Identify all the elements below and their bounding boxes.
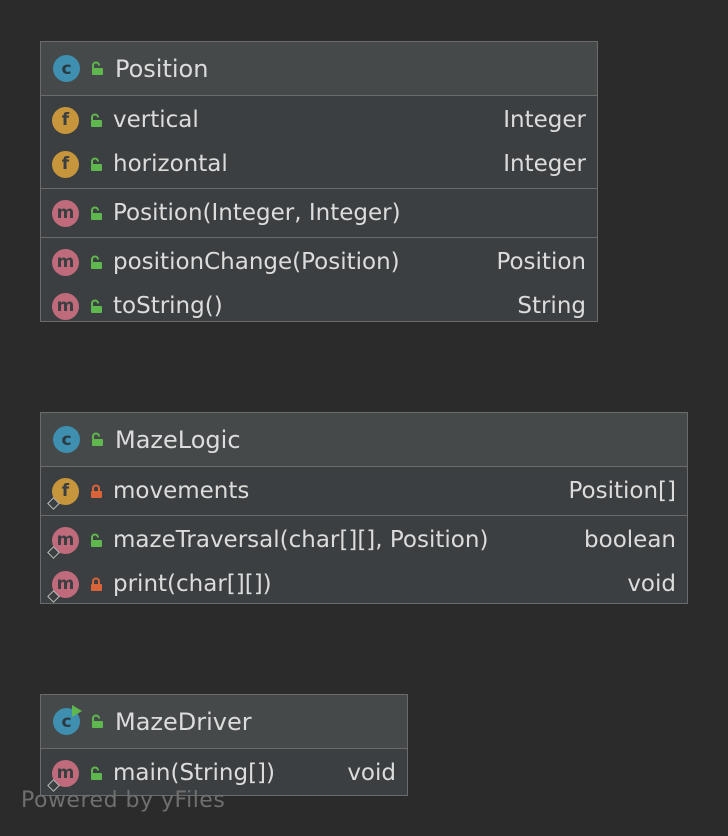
static-field-icon: f [47,477,79,510]
field-type: Integer [503,107,586,133]
fields-section: f vertical Integer f horizontal Integer [41,96,597,189]
methods-section: m positionChange(Position) Position m to… [41,238,597,330]
static-method-icon: m [47,526,79,559]
class-box-mazedriver[interactable]: c MazeDriver m main(String[]) void [40,694,408,796]
class-header[interactable]: c Position [41,42,597,96]
public-lock-icon [89,255,103,270]
field-badge-letter: f [61,481,70,501]
method-return-type: boolean [584,527,676,553]
class-box-position[interactable]: c Position f vertical Integer f horizont… [40,41,598,322]
private-lock-icon [89,484,103,499]
class-header[interactable]: c MazeLogic [41,413,687,467]
public-lock-icon [89,206,103,221]
field-name: horizontal [113,151,228,177]
method-icon: m [52,199,79,227]
static-marker-icon [47,496,60,510]
field-type: Position[] [568,478,677,504]
method-badge-letter: m [56,574,75,594]
method-return-type: void [347,760,396,786]
class-name: Position [115,54,209,83]
public-lock-icon [90,432,104,447]
fields-section: f movements Position[] [41,467,687,516]
field-icon: f [52,150,79,178]
method-signature: main(String[]) [113,760,275,786]
class-icon: c [53,426,80,453]
method-row[interactable]: m positionChange(Position) Position [41,240,597,284]
public-lock-icon [89,766,103,781]
static-method-icon: m [47,570,79,603]
method-signature: mazeTraversal(char[][], Position) [113,527,489,553]
public-lock-icon [90,61,104,76]
method-row[interactable]: m print(char[][]) void [41,562,687,606]
class-badge-letter: c [61,711,72,732]
field-name: vertical [113,107,199,133]
public-lock-icon [89,533,103,548]
field-row[interactable]: f horizontal Integer [41,142,597,186]
run-marker-icon [72,705,82,717]
class-name: MazeDriver [115,707,252,736]
class-icon: c [53,55,80,82]
method-row[interactable]: m toString() String [41,284,597,328]
constructor-row[interactable]: m Position(Integer, Integer) [41,191,597,235]
method-signature: toString() [113,293,223,319]
class-header[interactable]: c MazeDriver [41,695,407,749]
method-signature: positionChange(Position) [113,249,400,275]
private-lock-icon [89,577,103,592]
method-badge-letter: m [56,530,75,550]
field-icon: f [52,106,79,134]
method-badge-letter: m [56,763,75,783]
runnable-class-icon: c [53,705,82,735]
field-type: Integer [503,151,586,177]
class-box-mazelogic[interactable]: c MazeLogic f movements Position[] m maz… [40,412,688,604]
watermark: Powered by yFiles [21,788,226,813]
field-row[interactable]: f vertical Integer [41,98,597,142]
constructors-section: m Position(Integer, Integer) [41,189,597,238]
static-method-icon: m [47,759,79,792]
public-lock-icon [89,157,103,172]
method-icon: m [52,292,79,320]
method-row[interactable]: m main(String[]) void [41,751,407,795]
method-row[interactable]: m mazeTraversal(char[][], Position) bool… [41,518,687,562]
method-return-type: Position [496,249,586,275]
public-lock-icon [89,299,103,314]
methods-section: m mazeTraversal(char[][], Position) bool… [41,516,687,608]
field-row[interactable]: f movements Position[] [41,469,687,513]
public-lock-icon [89,113,103,128]
constructor-signature: Position(Integer, Integer) [113,200,401,226]
public-lock-icon [90,714,104,729]
field-name: movements [113,478,250,504]
method-return-type: String [517,293,586,319]
method-icon: m [52,248,79,276]
methods-section: m main(String[]) void [41,749,407,797]
method-return-type: void [627,571,676,597]
class-name: MazeLogic [115,425,241,454]
method-signature: print(char[][]) [113,571,272,597]
